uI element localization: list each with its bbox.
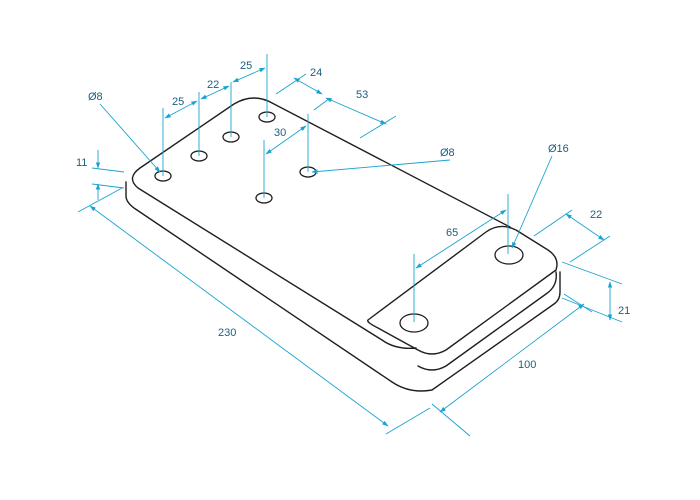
dim-spacing-f-label: 30 (274, 127, 286, 139)
large-hole (494, 245, 524, 265)
dim-spacing-d-label: 24 (310, 67, 322, 79)
dimension-lines (77, 54, 623, 437)
dimension-labels: 230 100 11 21 65 22 Ø16 Ø8 Ø8 25 22 25 2… (76, 60, 630, 371)
dim-step-hole-offset-label: 22 (590, 209, 602, 221)
dim-spacing-e-label: 53 (356, 89, 368, 101)
step-pad (367, 225, 558, 355)
dim-spacing-a-label: 25 (172, 96, 184, 108)
dim-width-label: 100 (518, 359, 536, 371)
dim-step-length-label: 65 (446, 227, 458, 239)
dim-step-height-label: 21 (618, 305, 630, 317)
holes (154, 111, 524, 333)
plate-side-wall (125, 181, 561, 392)
plate-body (125, 97, 561, 392)
step-pad-side (417, 271, 557, 371)
dim-length-label: 230 (218, 327, 236, 339)
dim-thickness-label: 11 (76, 157, 87, 169)
dim-large-hole-label: Ø16 (548, 143, 569, 155)
dim-small-hole-right-label: Ø8 (440, 147, 455, 159)
plate-top-face (131, 97, 511, 350)
dim-spacing-c-label: 25 (240, 60, 252, 72)
dim-spacing-b-label: 22 (207, 79, 219, 91)
dim-small-hole-left-label: Ø8 (88, 91, 103, 103)
